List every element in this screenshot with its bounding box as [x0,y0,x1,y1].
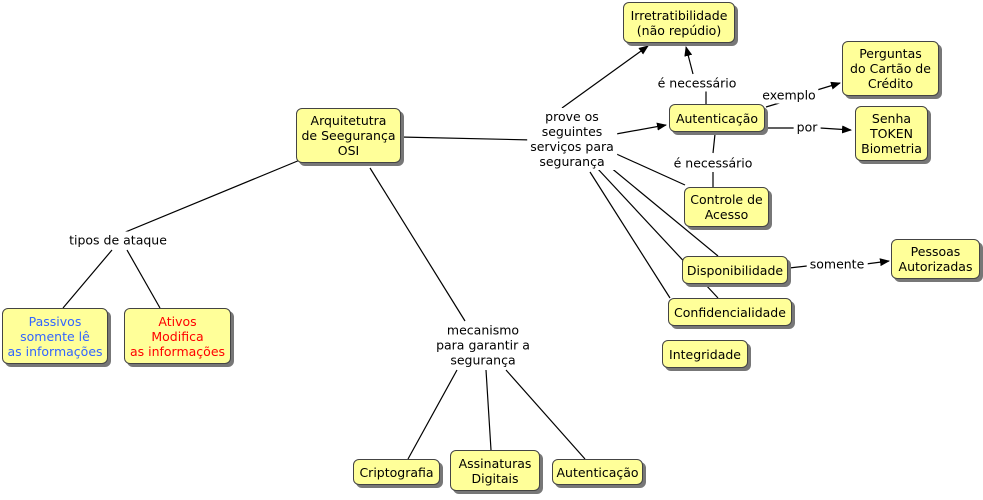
label-necessario-mid: é necessário [670,154,756,172]
node-senha[interactable]: Senha TOKEN Biometria [855,106,928,161]
node-passivos[interactable]: Passivos somente lê as informações [2,308,108,364]
label-tipos-de-ataque: tipos de ataque [66,231,170,249]
label-por: por [793,118,821,136]
node-integridade[interactable]: Integridade [662,340,748,368]
node-confidencialidade[interactable]: Confidencialidade [668,298,792,326]
node-perguntas[interactable]: Perguntas do Cartão de Crédito [842,41,939,96]
label-prove: prove os seguintes serviços para seguran… [527,108,617,170]
node-pessoas[interactable]: Pessoas Autorizadas [891,239,980,279]
node-irretratibilidade[interactable]: Irretratibilidade (não repúdio) [623,2,735,43]
node-ativos[interactable]: Ativos Modifica as informações [124,308,231,364]
label-mecanismo: mecanismo para garantir a segurança [433,321,533,369]
node-criptografia[interactable]: Criptografia [353,459,440,485]
node-autenticacao-bottom[interactable]: Autenticação [552,459,643,485]
node-disponibilidade[interactable]: Disponibilidade [682,256,788,284]
node-arquitetura[interactable]: Arquitetutra de Seegurança OSI [296,108,401,163]
label-somente: somente [806,255,868,273]
label-necessario-top: é necessário [654,74,740,92]
label-exemplo: exemplo [759,86,819,104]
node-assinaturas[interactable]: Assinaturas Digitais [450,450,540,491]
node-autenticacao-top[interactable]: Autenticação [669,104,765,132]
node-controle[interactable]: Controle de Acesso [684,187,769,227]
